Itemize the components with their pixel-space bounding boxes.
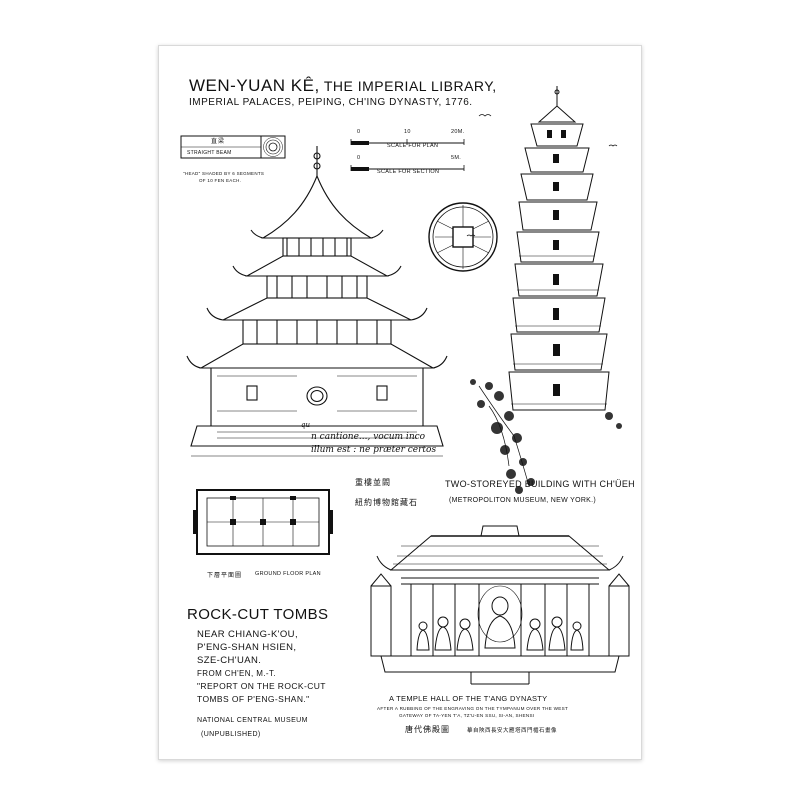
coin-illustration xyxy=(428,202,498,272)
temple-hall-title: A TEMPLE HALL OF THE T'ANG DYNASTY xyxy=(389,694,548,703)
rock-tombs-line-5: "REPORT ON THE ROCK-CUT xyxy=(197,681,326,691)
rock-tombs-title: ROCK-CUT TOMBS xyxy=(187,606,329,623)
title-main: WEN-YUAN KÊ, xyxy=(189,76,320,95)
two-storey-cjk-top: 重樓並闕 xyxy=(355,478,391,487)
inscription-line2: illum est : ne præter certos xyxy=(311,445,437,455)
scale-plan-label: SCALE FOR PLAN xyxy=(387,143,439,149)
temple-hall-caption-2: GATEWAY OF TA-YEN T'A, TZ'U-EN SSU, SI-A… xyxy=(399,713,535,718)
temple-hall-caption-1: AFTER A RUBBING OF THE ENGRAVING ON THE … xyxy=(377,706,569,711)
floor-plan-label: GROUND FLOOR PLAN xyxy=(255,571,321,577)
title-rest: THE IMPERIAL LIBRARY, xyxy=(323,78,497,94)
scale-plan-tick-0: 0 xyxy=(357,129,361,135)
rock-tombs-line-4: FROM CH'EN, M.-T. xyxy=(197,669,276,678)
scale-bar-plan xyxy=(350,139,465,145)
beam-label: STRAIGHT BEAM xyxy=(187,150,232,156)
beam-cjk-label: 直梁 xyxy=(211,138,226,145)
two-storey-subtitle: (METROPOLITON MUSEUM, NEW YORK.) xyxy=(449,497,597,504)
temple-hall-cjk-right: 摹自陝西長安大雁塔西門楣石畫像 xyxy=(467,728,558,734)
pagoda-illustration xyxy=(466,86,622,494)
inscription-line1: n cantione..., vocum inco xyxy=(311,432,426,442)
page-title: WEN-YUAN KÊ, THE IMPERIAL LIBRARY, xyxy=(189,76,497,96)
scale-plan-tick-1: 10 xyxy=(404,129,411,135)
drawing-sheet: WEN-YUAN KÊ, THE IMPERIAL LIBRARY, IMPER… xyxy=(158,45,642,760)
page-subtitle: IMPERIAL PALACES, PEIPING, CH'ING DYNAST… xyxy=(189,97,473,108)
inscription-initial: qu xyxy=(301,421,310,429)
temple-hall-cjk-left: 唐代佛殿圖 xyxy=(405,725,450,734)
scale-section-tick-1: 5M. xyxy=(451,155,462,161)
scale-section-tick-0: 0 xyxy=(357,155,361,161)
beam-note-line1: "HEAD" SHADED BY 6 SEGMENTS xyxy=(183,171,265,176)
rock-tombs-line-1: NEAR CHIANG-K'OU, xyxy=(197,629,298,640)
two-storey-title: TWO-STOREYED BUILDING WITH CH'ÜEH xyxy=(445,479,635,489)
ground-floor-plan xyxy=(193,489,333,555)
two-storey-cjk-bottom: 紐約博物館藏石 xyxy=(355,498,418,507)
rock-tombs-details: NEAR CHIANG-K'OU, P'ENG-SHAN HSIEN, SZE-… xyxy=(197,628,326,706)
scale-plan-tick-2: 20M. xyxy=(451,129,465,135)
straight-beam-diagram xyxy=(180,135,286,159)
scale-section-label: SCALE FOR SECTION xyxy=(377,169,440,175)
temple-hall-illustration xyxy=(370,525,630,685)
beam-note-line2: OF 10 FEN EACH. xyxy=(199,178,242,183)
floor-plan-cjk: 下層平面圖 xyxy=(207,572,243,579)
rock-tombs-line-3: SZE-CH'UAN. xyxy=(197,655,262,666)
rock-tombs-status: (UNPUBLISHED) xyxy=(201,731,261,738)
rock-tombs-line-6: TOMBS OF P'ENG-SHAN." xyxy=(197,694,310,704)
rock-tombs-line-2: P'ENG-SHAN HSIEN, xyxy=(197,642,297,653)
rock-tombs-source: NATIONAL CENTRAL MUSEUM (UNPUBLISHED) xyxy=(197,714,308,742)
library-pavilion-illustration xyxy=(186,146,448,457)
scale-bar-section xyxy=(350,165,465,171)
rock-tombs-museum: NATIONAL CENTRAL MUSEUM xyxy=(197,717,308,724)
